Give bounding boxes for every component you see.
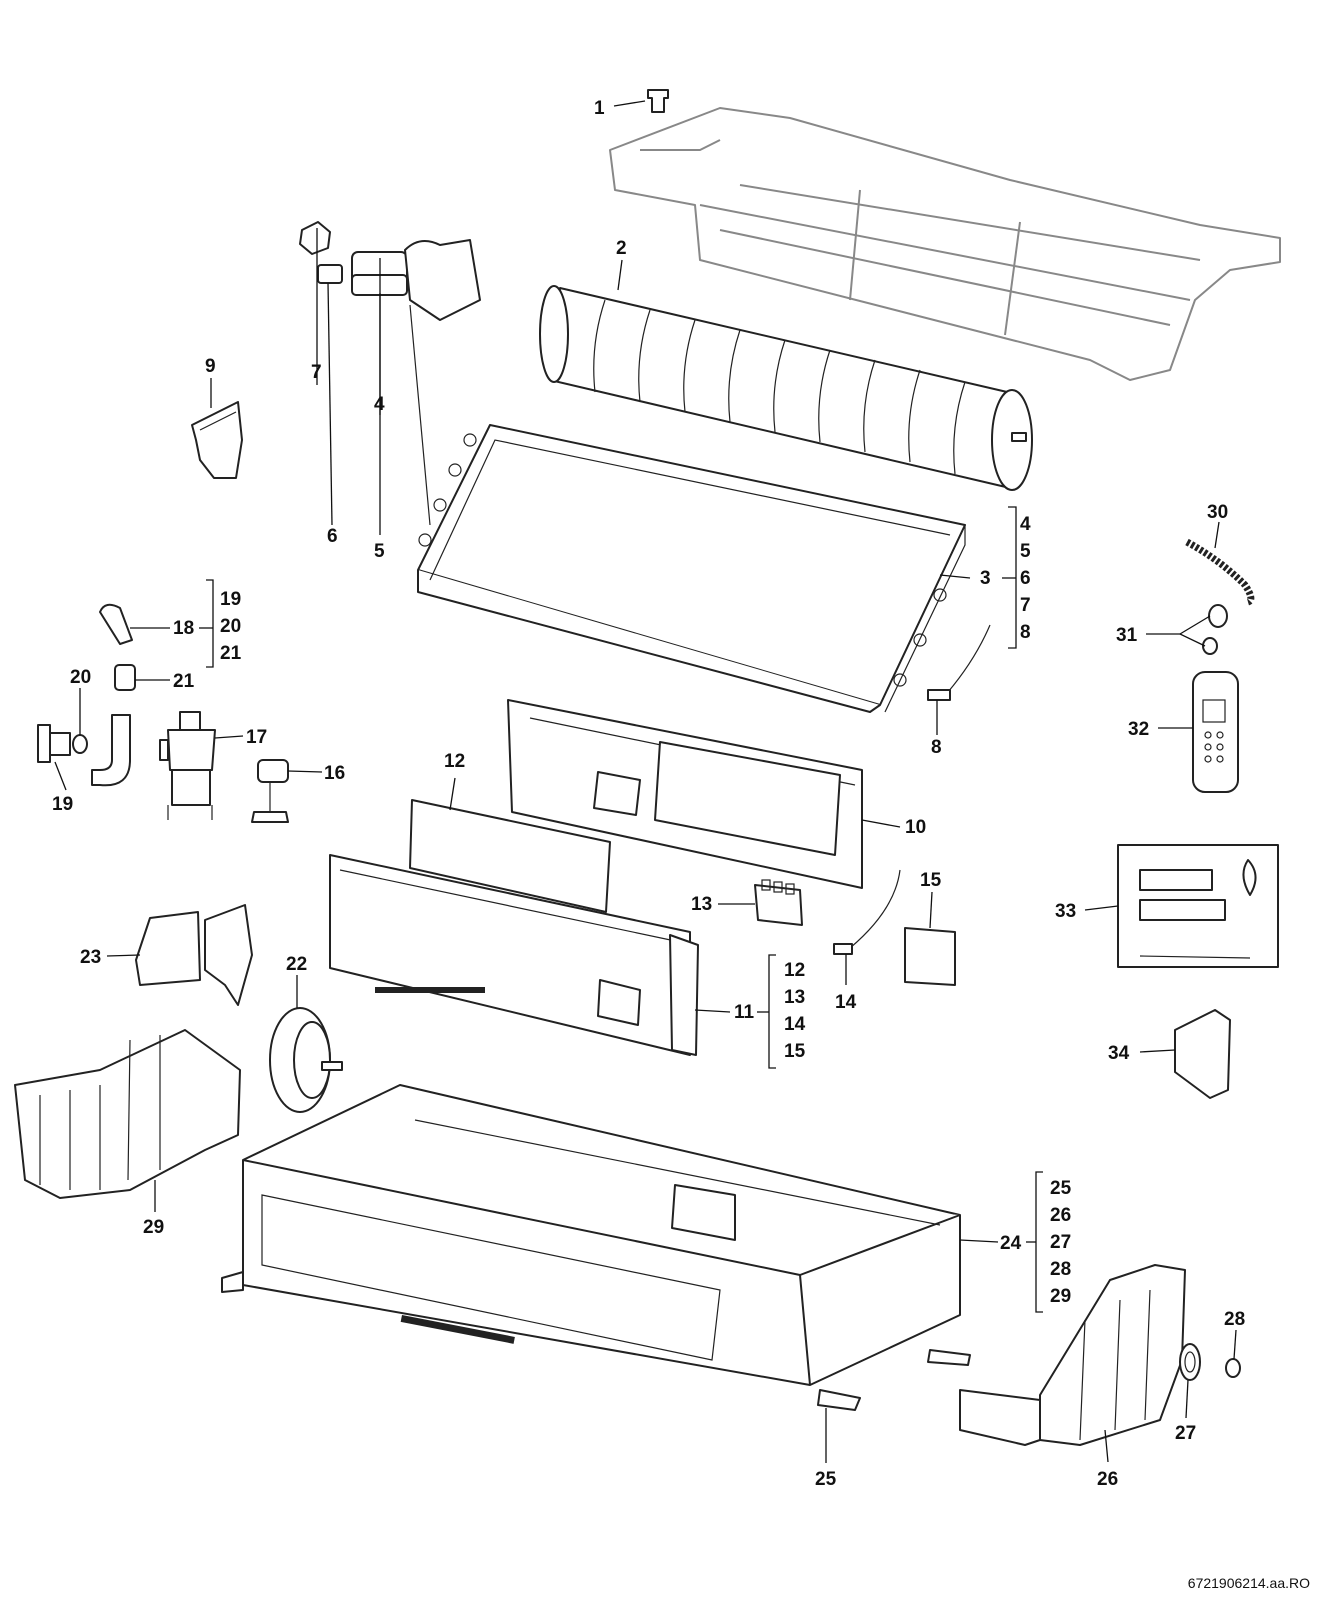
group-11-item: 12 [784,960,805,981]
part-33-kit [1117,844,1279,968]
leader-lines [54,100,1237,1463]
part-28-nut [1225,1358,1241,1378]
group-18-item: 19 [220,589,241,610]
part-10-cover [507,699,863,889]
part-8-sensor [927,624,991,701]
part-32-remote [1192,671,1239,793]
part-14-sensor [833,869,901,955]
callout-8: 8 [931,737,942,758]
callout-25: 25 [815,1469,837,1490]
group-11-item: 14 [784,1014,806,1035]
callout-7: 7 [311,362,322,383]
group-24-item: 29 [1050,1286,1071,1307]
part-11-control-box [329,854,699,1056]
callout-1: 1 [594,98,605,119]
group-11-item: 13 [784,987,805,1008]
callout-labels: 1 2 3 4 5 6 7 8 9 10 11 12 13 14 15 16 1… [52,98,1245,1490]
group-list-18: 19 20 21 [220,589,242,664]
callout-3: 3 [980,568,991,589]
callout-21: 21 [173,671,195,692]
group-3-item: 6 [1020,568,1031,589]
part-23-side-piece [135,904,253,1006]
callout-27: 27 [1175,1423,1196,1444]
callout-19: 19 [52,794,73,815]
callout-20: 20 [70,667,91,688]
group-3-item: 8 [1020,622,1031,643]
group-3-item: 7 [1020,595,1031,616]
group-18-item: 20 [220,616,241,637]
part-18-21-drain [37,603,136,787]
callout-2: 2 [616,238,627,259]
callout-31: 31 [1116,625,1138,646]
callout-6: 6 [327,526,338,547]
callout-12: 12 [444,751,465,772]
callout-34: 34 [1108,1043,1130,1064]
part-24-chassis [221,1084,971,1411]
part-12-sheet [409,799,611,913]
part-15-module [904,927,956,986]
callout-16: 16 [324,763,345,784]
callout-15: 15 [920,870,942,891]
callout-23: 23 [80,947,101,968]
callout-18: 18 [173,618,194,639]
callout-13: 13 [691,894,712,915]
part-26-right-frame [959,1264,1186,1446]
part-16-valve [251,759,289,823]
callout-11: 11 [734,1002,755,1023]
document-reference: 6721906214.aa.RO [1188,1575,1310,1591]
callout-28: 28 [1224,1309,1245,1330]
part-27-gear [1179,1343,1201,1381]
callout-17: 17 [246,727,267,748]
part-29-left-frame [14,1029,241,1199]
callout-29: 29 [143,1217,164,1238]
callout-24: 24 [1000,1233,1022,1254]
part-6-fitting [317,264,343,284]
part-3-evaporator [417,424,966,713]
part-17-pump [159,711,216,820]
part-13-terminal [754,879,803,926]
group-list-3: 4 5 6 7 8 [1020,514,1031,643]
callout-10: 10 [905,817,926,838]
callout-4: 4 [374,394,385,415]
group-list-11: 12 13 14 15 [784,960,806,1062]
part-30-spring [1185,538,1255,606]
callout-14: 14 [835,992,857,1013]
callout-33: 33 [1055,901,1076,922]
part-34-clip [1174,1009,1231,1099]
group-24-item: 26 [1050,1205,1071,1226]
part-22-fan-motor [269,1007,343,1113]
group-11-item: 15 [784,1041,806,1062]
callout-5: 5 [374,541,385,562]
part-9-bracket [191,401,243,479]
part-1-plug [647,89,669,113]
group-3-item: 4 [1020,514,1031,535]
callout-22: 22 [286,954,307,975]
callout-9: 9 [205,356,216,377]
group-24-item: 25 [1050,1178,1072,1199]
group-list-24: 25 26 27 28 29 [1050,1178,1072,1307]
group-18-item: 21 [220,643,242,664]
group-24-item: 28 [1050,1259,1071,1280]
part-31-caps [1202,604,1228,655]
upper-housing [609,107,1281,381]
group-24-item: 27 [1050,1232,1071,1253]
callout-30: 30 [1207,502,1228,523]
part-2-fan-drum [539,285,1033,491]
part-7-nut [299,221,331,255]
group-3-item: 5 [1020,541,1031,562]
callout-26: 26 [1097,1469,1118,1490]
callout-32: 32 [1128,719,1149,740]
